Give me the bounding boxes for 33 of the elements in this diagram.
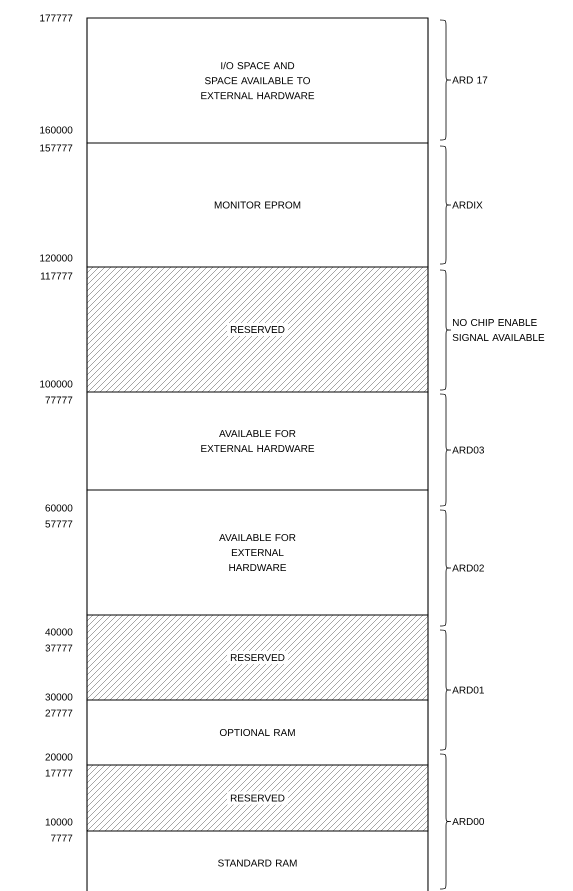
reserved-region: RESERVED [86, 764, 429, 832]
address-label: 17777 [46, 770, 72, 776]
address-label: 20000 [46, 753, 72, 761]
range-label: ARDIX [452, 202, 483, 208]
address-label: 120000 [40, 254, 72, 262]
address-label: 10000 [46, 818, 72, 826]
address-label: 7777 [51, 834, 72, 842]
range-label: ARD01 [452, 686, 484, 694]
memory-region: I/O SPACE AND SPACE AVAILABLE TO EXTERNAL HARDWARE [86, 17, 429, 144]
address-label: 117777 [40, 272, 72, 280]
range-label: NO CHIP ENABLE SIGNAL AVAILABLE [452, 318, 544, 342]
range-label: ARD02 [452, 564, 484, 572]
address-label: 60000 [46, 504, 72, 512]
address-label: 177777 [40, 14, 72, 22]
address-label: 77777 [46, 396, 72, 404]
memory-region: STANDARD RAM [86, 830, 429, 891]
address-label: 37777 [45, 644, 72, 652]
address-label: 57777 [45, 520, 72, 528]
address-label: 160000 [40, 126, 72, 134]
range-label: ARD 17 [452, 76, 488, 84]
range-label: ARD00 [452, 818, 484, 826]
address-label: 40000 [45, 628, 72, 636]
address-label: 157777 [40, 144, 72, 152]
reserved-region: RESERVED [86, 614, 429, 701]
address-label: 30000 [45, 693, 72, 701]
address-label: 27777 [46, 710, 72, 716]
memory-region: MONITOR EPROM [86, 142, 429, 268]
range-label: ARD03 [452, 446, 484, 454]
reserved-region: RESERVED [86, 266, 429, 393]
memory-region: AVAILABLE FOR EXTERNAL HARDWARE [86, 391, 429, 491]
memory-region: OPTIONAL RAM [86, 699, 429, 766]
memory-region: AVAILABLE FOR EXTERNAL HARDWARE [86, 489, 429, 616]
address-label: 100000 [40, 380, 72, 388]
